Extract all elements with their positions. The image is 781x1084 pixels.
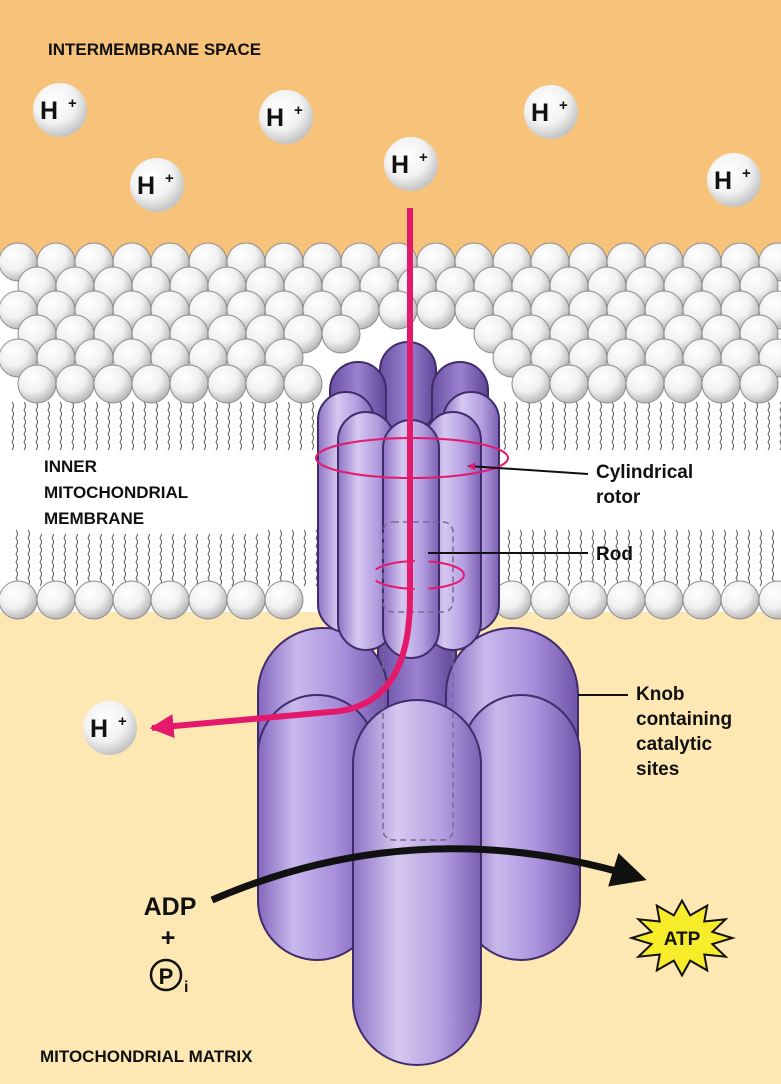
lipid-head bbox=[550, 365, 588, 403]
lipid-head bbox=[607, 581, 645, 619]
hydrogen-ion: H + bbox=[259, 90, 313, 144]
lipid-head bbox=[569, 581, 607, 619]
ion-charge: + bbox=[559, 97, 568, 114]
rotor-label-line-1: Cylindrical bbox=[596, 462, 693, 483]
hydrogen-ion: H + bbox=[33, 83, 87, 137]
ion-symbol: H bbox=[714, 167, 732, 195]
lipid-head bbox=[75, 581, 113, 619]
hydrogen-ion: H + bbox=[524, 85, 578, 139]
lipid-head bbox=[113, 581, 151, 619]
lipid-head bbox=[208, 365, 246, 403]
ion-symbol: H bbox=[137, 172, 155, 200]
lipid-head bbox=[322, 315, 360, 353]
intermembrane-space-label: INTERMEMBRANE SPACE bbox=[48, 40, 261, 59]
lipid-head bbox=[683, 581, 721, 619]
lipid-head bbox=[265, 581, 303, 619]
lipid-head bbox=[284, 365, 322, 403]
plus-sign: + bbox=[161, 924, 176, 952]
hydrogen-ion: H + bbox=[130, 158, 184, 212]
ion-charge: + bbox=[165, 170, 174, 187]
ion-charge: + bbox=[294, 102, 303, 119]
atp-label: ATP bbox=[664, 929, 701, 950]
phosphate-subscript: i bbox=[184, 979, 188, 996]
lipid-head bbox=[37, 581, 75, 619]
knob-label-line-3: catalytic bbox=[636, 734, 712, 755]
lipid-head bbox=[664, 365, 702, 403]
lipid-head bbox=[246, 365, 284, 403]
ion-charge: + bbox=[68, 95, 77, 112]
ion-symbol: H bbox=[90, 715, 108, 743]
lipid-head bbox=[512, 365, 550, 403]
rod-label: Rod bbox=[596, 544, 633, 565]
knob-label-line-1: Knob bbox=[636, 684, 685, 705]
phosphate-symbol: P bbox=[159, 964, 174, 989]
lipid-head bbox=[151, 581, 189, 619]
lipid-head bbox=[740, 365, 778, 403]
lipid-head bbox=[170, 365, 208, 403]
inner-membrane-label-line-3: MEMBRANE bbox=[44, 509, 144, 528]
lipid-head bbox=[132, 365, 170, 403]
knob-label-line-2: containing bbox=[636, 709, 732, 730]
lipid-head bbox=[0, 581, 37, 619]
lipid-head bbox=[626, 365, 664, 403]
hydrogen-ion: H + bbox=[384, 137, 438, 191]
lipid-head bbox=[94, 365, 132, 403]
hydrogen-ion: H + bbox=[707, 153, 761, 207]
lipid-head bbox=[417, 291, 455, 329]
inner-membrane-label-line-2: MITOCHONDRIAL bbox=[44, 483, 188, 502]
inner-membrane-label-line-1: INNER bbox=[44, 457, 97, 476]
ion-symbol: H bbox=[391, 151, 409, 179]
mitochondrial-matrix-label: MITOCHONDRIAL MATRIX bbox=[40, 1047, 253, 1066]
lipid-head bbox=[18, 365, 56, 403]
ion-symbol: H bbox=[40, 97, 58, 125]
knob-label-line-4: sites bbox=[636, 759, 679, 780]
lipid-head bbox=[721, 581, 759, 619]
ion-charge: + bbox=[419, 149, 428, 166]
hydrogen-ion-released: H + bbox=[83, 701, 137, 755]
adp-label: ADP bbox=[144, 893, 197, 921]
lipid-head bbox=[645, 581, 683, 619]
lipid-head bbox=[531, 581, 569, 619]
ion-symbol: H bbox=[266, 104, 284, 132]
ion-charge: + bbox=[118, 713, 127, 730]
lipid-head bbox=[588, 365, 626, 403]
ion-symbol: H bbox=[531, 99, 549, 127]
knob-subunit-front-center bbox=[353, 700, 481, 1065]
lipid-head bbox=[227, 581, 265, 619]
lipid-head bbox=[702, 365, 740, 403]
lipid-head bbox=[56, 365, 94, 403]
lipid-head bbox=[189, 581, 227, 619]
rotor-label-line-2: rotor bbox=[596, 487, 641, 508]
ion-charge: + bbox=[742, 165, 751, 182]
